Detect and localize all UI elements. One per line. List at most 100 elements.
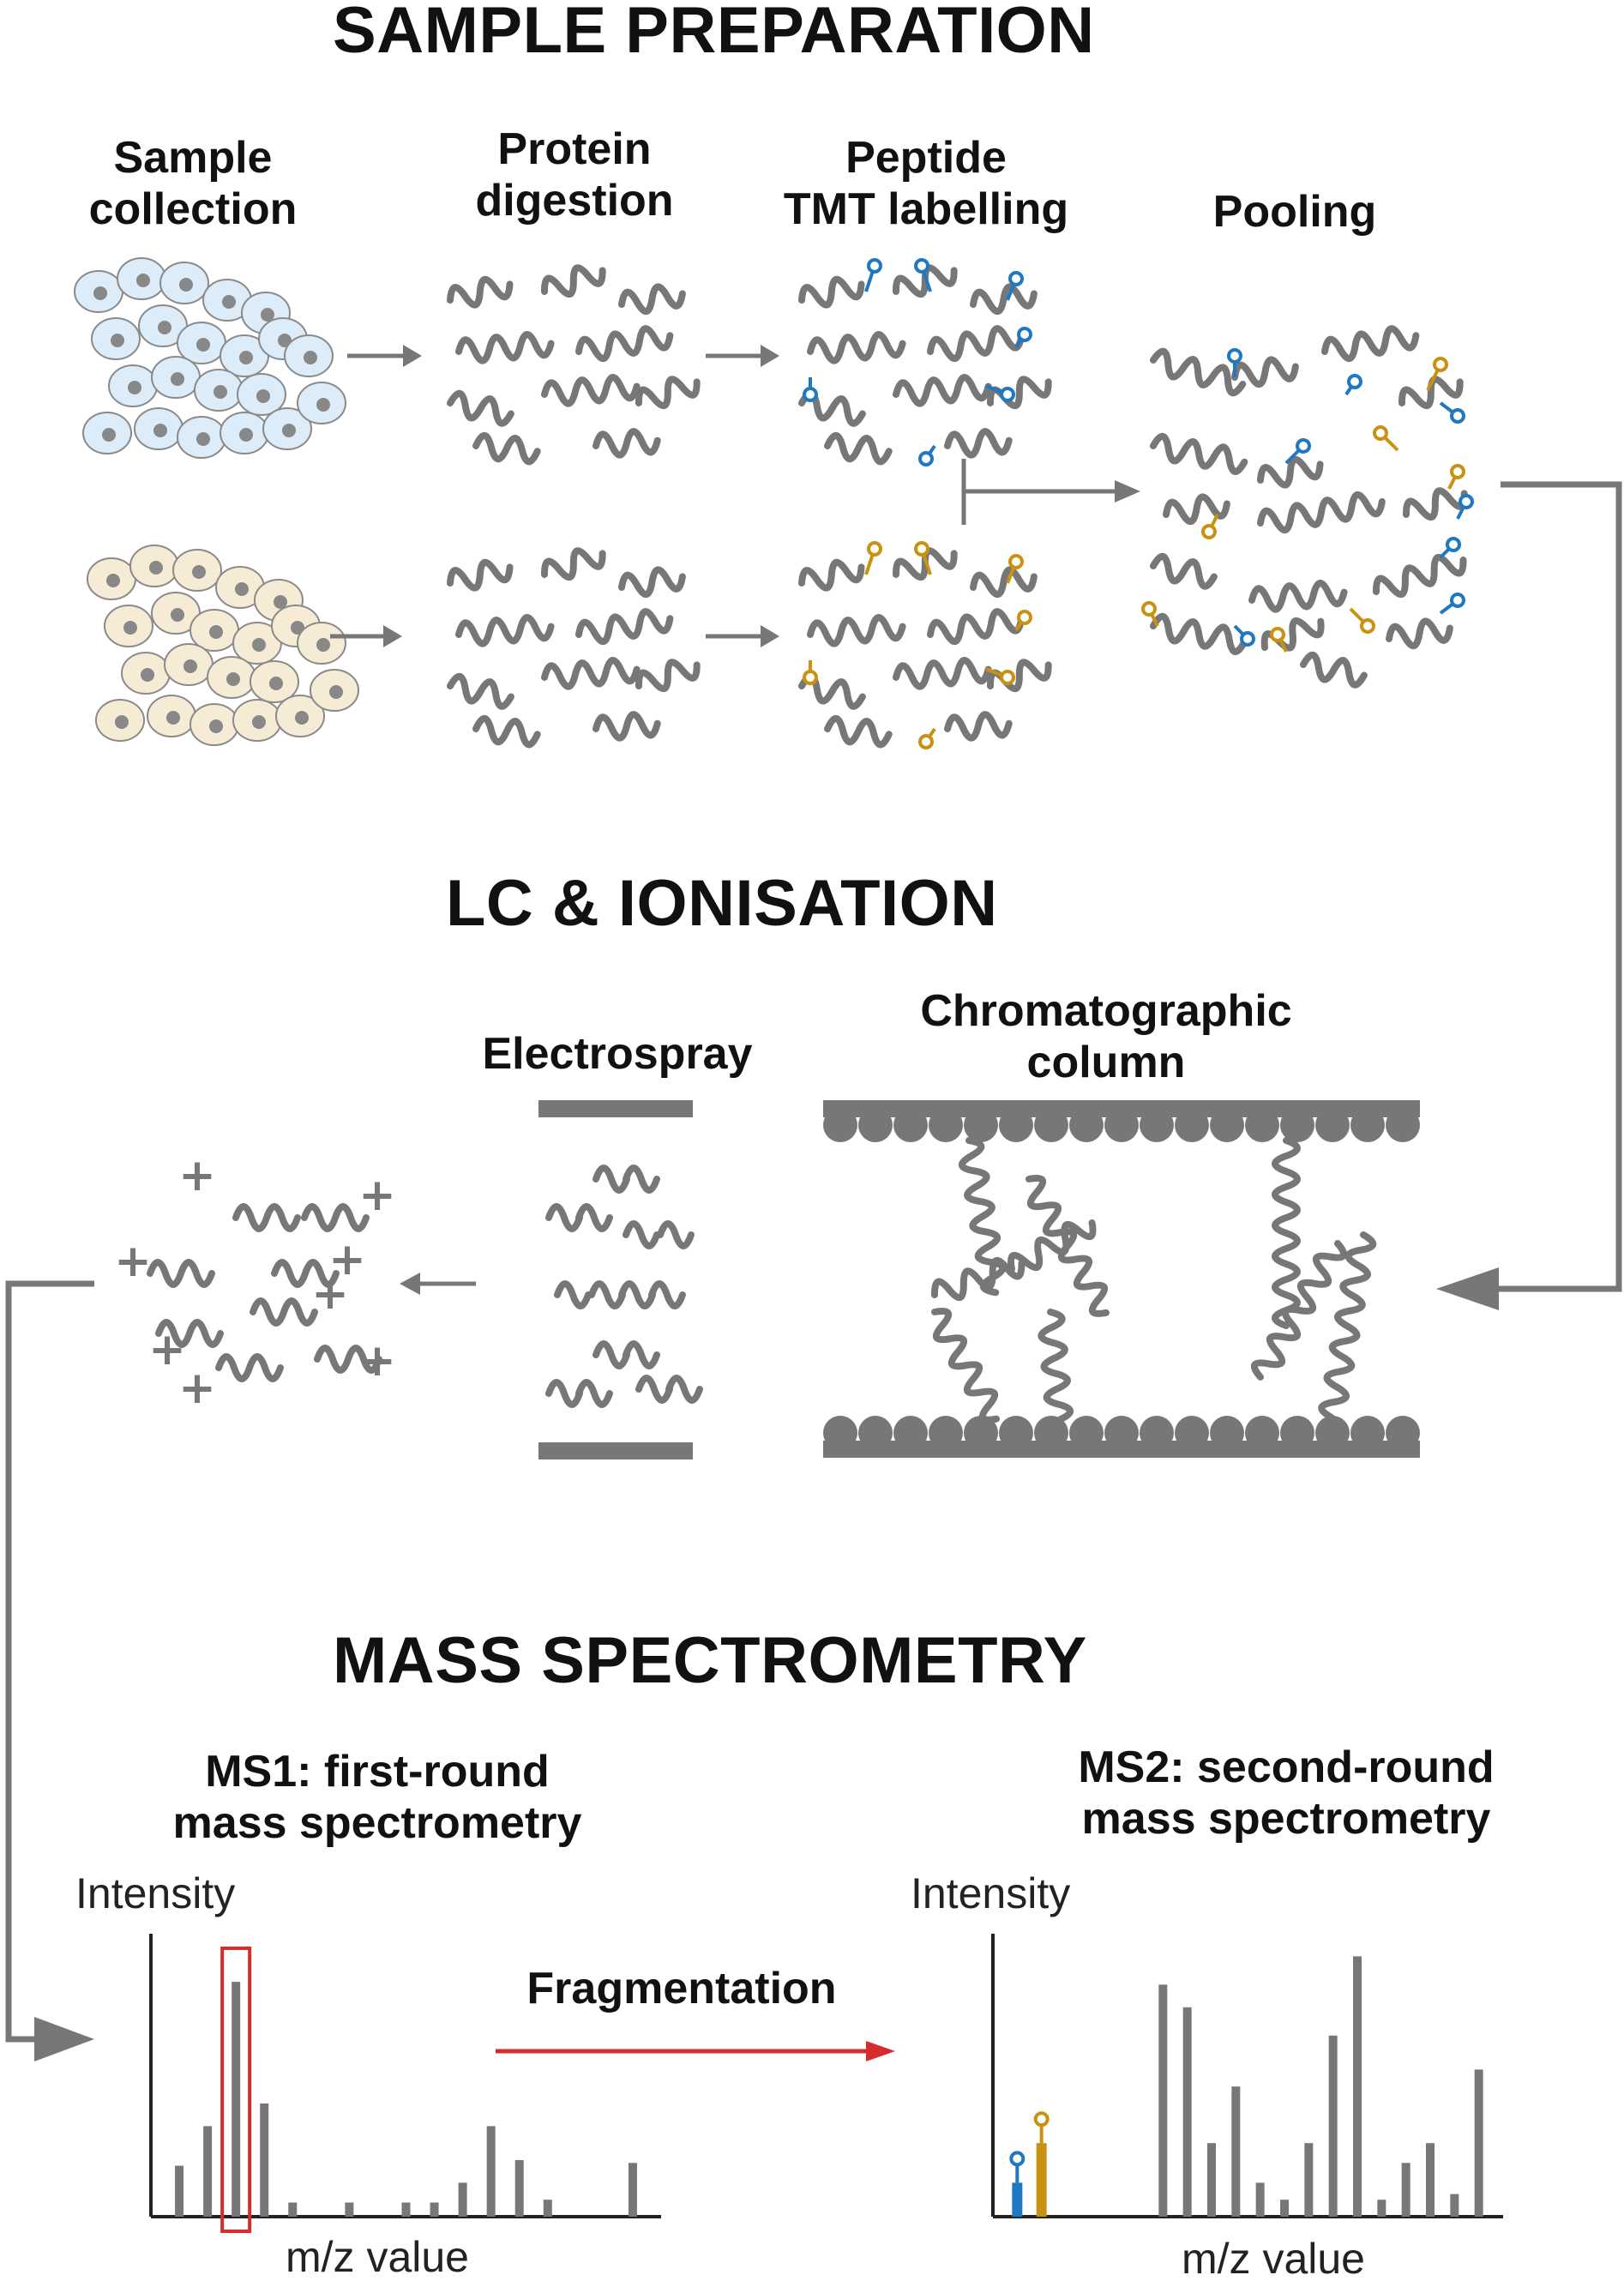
peptide: [215, 1353, 284, 1382]
peptide: [1318, 1231, 1377, 1421]
cell-nucleus: [93, 286, 107, 300]
label-peptide-tmt-labelling: Peptide TMT labelling: [783, 133, 1069, 234]
plus-charge-icon: +: [148, 1324, 186, 1375]
peptide: [807, 330, 906, 364]
peptide: [1257, 491, 1386, 534]
peptide: [618, 566, 686, 599]
peptide: [1250, 1240, 1348, 1381]
peptide: [1150, 347, 1247, 397]
peptide: [575, 608, 674, 646]
peptide: [1007, 1219, 1097, 1273]
arrowhead: [1115, 480, 1140, 503]
spectrum-peak: [543, 2200, 552, 2217]
precursor-highlight-box: [220, 1947, 252, 2233]
tmt-tag-head: [803, 670, 818, 685]
peptide: [554, 1280, 592, 1309]
stationary-bead: [1069, 1108, 1104, 1142]
stationary-bead: [893, 1108, 928, 1142]
stationary-bead: [1245, 1416, 1279, 1450]
cell-nucleus: [171, 372, 184, 386]
spectrum-peak: [1182, 2007, 1192, 2217]
peptide: [1038, 1309, 1074, 1439]
tmt-tag-head: [1270, 627, 1285, 642]
stationary-bead: [1104, 1416, 1139, 1450]
tmt-tag-head: [1459, 494, 1474, 509]
tmt-tag-head: [1450, 593, 1465, 608]
spectrum-peak: [288, 2202, 298, 2217]
label-sample-collection: Sample collection: [88, 133, 298, 234]
cell-nucleus: [222, 295, 236, 309]
peptide: [588, 1280, 626, 1309]
peptide: [592, 428, 661, 459]
peptide: [541, 373, 641, 407]
tmt-tag-head: [1008, 554, 1024, 569]
spectrum-peak: [175, 2165, 184, 2217]
peptide: [1260, 617, 1325, 652]
peptide: [1300, 651, 1368, 689]
spectrum-peak: [628, 2163, 637, 2217]
cell-nucleus: [282, 424, 296, 437]
cell-nucleus: [196, 432, 210, 446]
peptide: [931, 1308, 1000, 1423]
spectrum-peak: [458, 2182, 467, 2217]
cell-nucleus: [252, 715, 266, 729]
electrospray-top-plate: [538, 1100, 693, 1117]
peptide: [540, 547, 606, 581]
peptide: [592, 711, 661, 742]
tmt-tag-head: [918, 734, 934, 749]
stationary-bead: [1315, 1416, 1350, 1450]
cell-nucleus: [123, 621, 137, 635]
stationary-bead: [1386, 1416, 1420, 1450]
pooled-peptides: [1141, 325, 1474, 689]
spectrum-peak: [232, 1982, 241, 2217]
ionised-peptides: ++++++++: [114, 1150, 396, 1414]
connector-pool-to-column: [1496, 481, 1622, 1292]
cell-nucleus: [141, 668, 154, 682]
reporter-ion-peak: [1036, 2143, 1047, 2217]
section-title-sample-preparation: SAMPLE PREPARATION: [333, 0, 1095, 67]
tmt-tag-head: [1009, 2151, 1026, 2167]
tmt-tag-head: [1033, 2111, 1050, 2128]
peptide: [232, 1203, 301, 1232]
stationary-bead: [1034, 1108, 1068, 1142]
stationary-bead: [1315, 1108, 1350, 1142]
peptide: [575, 325, 674, 363]
cell-nucleus: [183, 659, 197, 673]
label-fragmentation: Fragmentation: [526, 1964, 837, 2013]
electrospray-chamber: [538, 1100, 703, 1459]
spectrum-peak: [1304, 2143, 1314, 2217]
peptide: [1150, 612, 1248, 655]
peptide: [944, 711, 1013, 742]
peptide: [623, 1340, 660, 1369]
spectrum-peak: [1158, 1984, 1168, 2217]
tmt-tag-head: [1373, 425, 1388, 441]
peptide: [301, 1203, 370, 1232]
tmt-tag-head: [1360, 618, 1375, 634]
peptide: [927, 608, 1026, 646]
peptide: [807, 613, 906, 647]
arrowhead: [761, 345, 779, 367]
cell-nucleus: [192, 565, 206, 579]
tmt-tag-head: [1347, 374, 1362, 389]
stationary-bead: [1386, 1108, 1420, 1142]
peptide: [798, 558, 865, 592]
tmt-tag-head: [1017, 327, 1032, 342]
cell-nucleus: [158, 321, 171, 334]
cell-nucleus: [128, 381, 141, 394]
tmt-tag-head: [1201, 524, 1217, 539]
tmt-tag-head: [914, 541, 929, 557]
spectrum-peak: [1377, 2200, 1386, 2217]
tmt-tag-head: [1433, 357, 1448, 372]
ms1-spectrum: [149, 1934, 661, 2233]
tmt-tag-head: [867, 258, 882, 274]
spectrum-peak: [1328, 2035, 1338, 2217]
peptide: [970, 566, 1038, 599]
cell-nucleus: [256, 389, 270, 403]
cell-nucleus: [239, 428, 253, 442]
tmt-tag-head: [1000, 387, 1015, 402]
peptide: [250, 1297, 318, 1327]
stationary-bead: [1069, 1416, 1104, 1450]
peptide: [1163, 493, 1230, 526]
peptide: [541, 656, 641, 690]
